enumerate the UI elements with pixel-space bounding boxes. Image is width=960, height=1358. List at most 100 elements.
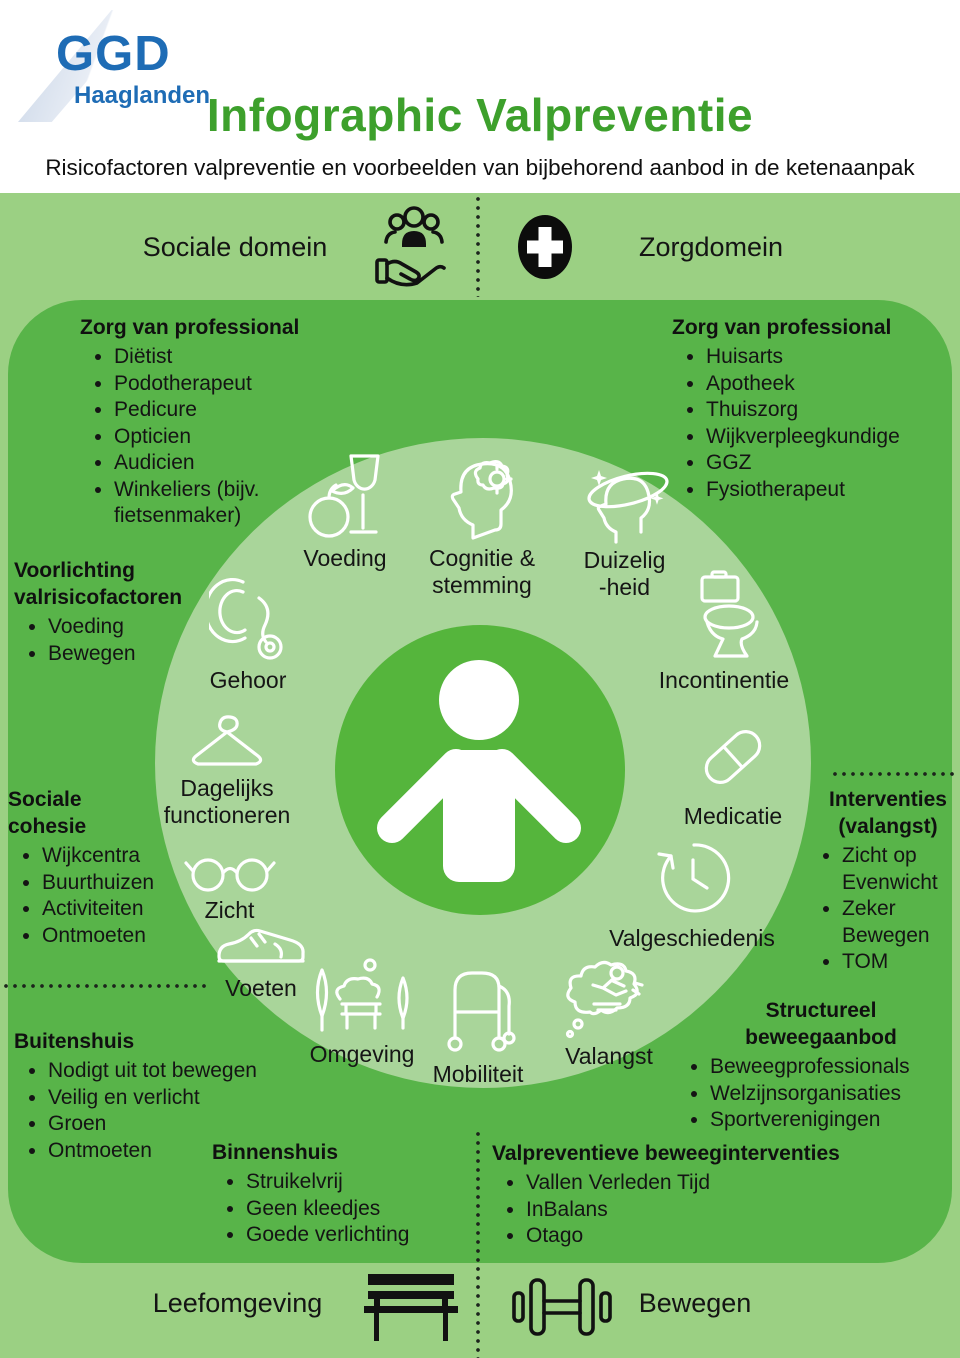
dizzy-head-icon	[586, 470, 669, 544]
list-item: Thuiszorg	[706, 397, 957, 424]
hearing-aid-icon	[209, 577, 283, 660]
hand-with-people-icon	[375, 206, 446, 287]
factor-label: Voeding	[303, 545, 387, 571]
factor-valgeschiedenis: Valgeschiedenis	[606, 832, 778, 952]
factor-label: Valangst	[565, 1043, 653, 1069]
factor-gehoor: Gehoor	[193, 576, 303, 694]
factor-label: Valgeschiedenis	[609, 925, 775, 951]
factor-label: Dagelijks functioneren	[163, 775, 291, 828]
block-voorlichting-valrisicofactoren: Voorlichting valrisicofactoren VoedingBe…	[14, 557, 229, 667]
block-structureel-beweegaanbod: Structureel beweegaanbod Beweegprofessio…	[688, 997, 954, 1134]
park-bench-trees-icon	[315, 958, 409, 1032]
block-list: VoedingBewegen	[14, 614, 229, 667]
factor-dagelijks-functioneren: Dagelijks functioneren	[158, 714, 296, 829]
block-list: BeweegprofessionalsWelzijnsorganisatiesS…	[688, 1054, 954, 1134]
factor-label: Duizelig -heid	[583, 547, 666, 600]
bottom-divider-dotted-line	[476, 1132, 480, 1358]
list-item: Beweegprofessionals	[710, 1054, 954, 1081]
list-item: Huisarts	[706, 344, 957, 371]
factor-label: Gehoor	[209, 667, 287, 693]
leefomgeving-label: Leefomgeving	[152, 1288, 323, 1318]
factor-mobiliteit: Mobiliteit	[428, 960, 528, 1088]
factor-omgeving: Omgeving	[303, 954, 421, 1068]
block-title: Binnenshuis	[212, 1141, 339, 1164]
block-title: Buitenshuis	[14, 1030, 135, 1053]
block-title: Zorg van professional	[672, 316, 892, 339]
list-item: Otago	[526, 1223, 862, 1250]
block-zorg-van-professional-care: Zorg van professional HuisartsApotheekTh…	[672, 314, 957, 503]
list-item: Wijkverpleegkundige	[706, 424, 957, 451]
falling-person-thought-cloud-icon	[565, 960, 644, 1039]
domain-divider-dotted-line	[476, 197, 480, 297]
list-item: Fysiotherapeut	[706, 477, 957, 504]
page-subtitle: Risicofactoren valpreventie en voorbeeld…	[45, 155, 915, 180]
block-list: WijkcentraBuurthuizenActiviteitenOntmoet…	[8, 843, 223, 949]
care-domain-label: Zorgdomein	[638, 232, 784, 262]
list-item: Welzijnsorganisaties	[710, 1081, 954, 1108]
factor-cognitie-stemming: Cognitie & stemming	[408, 452, 556, 599]
block-interventies-valangst: Interventies (valangst) Zicht op Evenwic…	[820, 786, 956, 976]
list-item: Pedicure	[114, 397, 365, 424]
list-item: Opticien	[114, 424, 365, 451]
factor-valangst: Valangst	[540, 948, 678, 1070]
head-brain-icon	[450, 459, 513, 540]
list-item: Bewegen	[48, 641, 229, 668]
factor-zicht: Zicht	[172, 846, 287, 924]
social-domain-label: Sociale domein	[142, 232, 328, 262]
factor-label: Incontinentie	[658, 667, 790, 693]
block-title: Voorlichting valrisicofactoren	[14, 559, 183, 609]
clothes-hanger-icon	[191, 715, 263, 766]
block-title: Zorg van professional	[80, 316, 300, 339]
block-title: Valpreventieve beweeginterventies	[492, 1142, 840, 1165]
person-icon	[377, 660, 581, 882]
factor-label: Medicatie	[683, 803, 783, 829]
medical-cross-icon	[518, 215, 572, 279]
block-sociale-cohesie: Sociale cohesie WijkcentraBuurthuizenAct…	[8, 786, 223, 949]
page-title: Infographic Valpreventie	[206, 89, 754, 141]
list-item: Ontmoeten	[48, 1138, 304, 1165]
factor-incontinentie: Incontinentie	[648, 570, 800, 694]
block-list: HuisartsApotheekThuiszorgWijkverpleegkun…	[672, 344, 957, 503]
dumbbell-icon	[512, 1278, 612, 1336]
block-title: Sociale cohesie	[8, 788, 87, 838]
block-valpreventieve-beweeginterventies: Valpreventieve beweeginterventies Vallen…	[492, 1140, 862, 1250]
block-binnenshuis: Binnenshuis StruikelvrijGeen kleedjesGoe…	[212, 1139, 462, 1249]
list-item: Groen	[48, 1111, 304, 1138]
block-list: StruikelvrijGeen kleedjesGoede verlichti…	[212, 1169, 462, 1249]
left-section-dotted-line	[4, 984, 206, 988]
list-item: TOM	[842, 949, 956, 976]
glasses-icon	[183, 858, 276, 892]
list-item: Struikelvrij	[246, 1169, 462, 1196]
list-item: Zicht op Evenwicht	[842, 843, 956, 896]
clock-history-icon	[657, 843, 731, 913]
list-item: Diëtist	[114, 344, 365, 371]
list-item: Apotheek	[706, 371, 957, 398]
factor-label: Zicht	[204, 897, 255, 923]
list-item: Goede verlichting	[246, 1222, 462, 1249]
logo-region: Haaglanden	[74, 82, 211, 109]
list-item: Ontmoeten	[42, 923, 223, 950]
factor-medicatie: Medicatie	[663, 714, 803, 830]
list-item: Veilig en verlicht	[48, 1085, 304, 1112]
list-item: Sportverenigingen	[710, 1107, 954, 1134]
list-item: GGZ	[706, 450, 957, 477]
ggd-haaglanden-logo: GGD Haaglanden	[18, 10, 238, 122]
factor-label: Mobiliteit	[432, 1061, 524, 1087]
block-list: DiëtistPodotherapeutPedicureOpticienAudi…	[80, 344, 365, 530]
list-item: Wijkcentra	[42, 843, 223, 870]
list-item: Vallen Verleden Tijd	[526, 1170, 862, 1197]
apple-wine-glass-icon	[308, 454, 380, 538]
block-list: Zicht op EvenwichtZeker BewegenTOM	[820, 843, 956, 976]
bewegen-label: Bewegen	[638, 1288, 752, 1318]
block-list: Vallen Verleden TijdInBalansOtago	[492, 1170, 862, 1250]
walker-icon	[447, 971, 516, 1052]
factor-duizeligheid: Duizelig -heid	[557, 462, 692, 601]
list-item: Winkeliers (bijv. fietsenmaker)	[114, 477, 365, 530]
block-title: Structureel beweegaanbod	[745, 999, 897, 1049]
factor-voeding: Voeding	[285, 450, 405, 572]
block-buitenshuis: Buitenshuis Nodigt uit tot bewegenVeilig…	[14, 1028, 304, 1164]
list-item: Audicien	[114, 450, 365, 477]
toilet-icon	[700, 570, 759, 658]
pill-capsule-icon	[704, 730, 762, 784]
